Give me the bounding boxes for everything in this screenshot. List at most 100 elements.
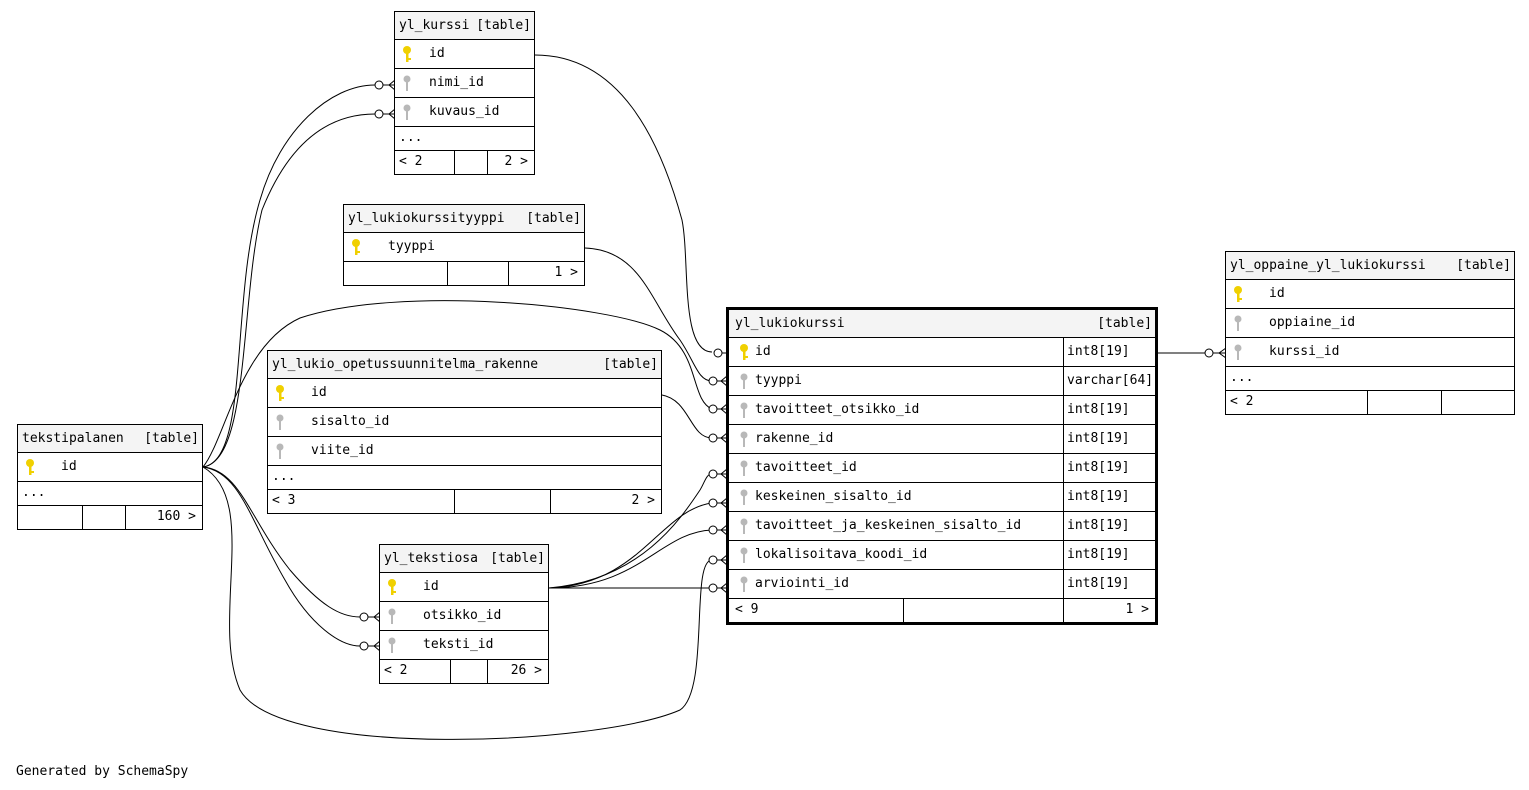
table-type: [table] xyxy=(603,357,658,372)
column-row[interactable]: tyyppi varchar[64] xyxy=(729,367,1155,396)
column-name: keskeinen_sisalto_id xyxy=(755,489,912,504)
column-row[interactable]: id xyxy=(268,379,661,408)
column-row[interactable]: id xyxy=(395,40,534,69)
table-type: [table] xyxy=(526,211,581,226)
crowfoot-marker xyxy=(708,403,728,415)
column-name: teksti_id xyxy=(423,637,494,652)
table-footer: 1 > xyxy=(344,262,584,285)
parents-count[interactable]: < 2 xyxy=(1230,394,1254,409)
primary-key-icon xyxy=(1234,286,1242,302)
foreign-key-icon xyxy=(740,576,748,592)
table-header: yl_lukiokurssi [table] xyxy=(729,310,1155,338)
children-count[interactable]: 1 > xyxy=(1063,599,1155,622)
column-row[interactable]: kurssi_id xyxy=(1226,338,1514,367)
column-row[interactable]: viite_id xyxy=(268,437,661,466)
column-name: kuvaus_id xyxy=(429,104,500,119)
column-name: tavoitteet_ja_keskeinen_sisalto_id xyxy=(755,518,1022,533)
primary-key-icon xyxy=(388,579,396,595)
column-row[interactable]: id xyxy=(18,453,202,482)
column-name: rakenne_id xyxy=(755,431,834,446)
table-name: yl_tekstiosa xyxy=(384,551,478,566)
column-name: tyyppi xyxy=(755,373,802,388)
column-name: id xyxy=(311,385,327,400)
column-row[interactable]: tavoitteet_ja_keskeinen_sisalto_id int8[… xyxy=(729,512,1155,541)
column-name: id xyxy=(61,459,77,474)
parents-count[interactable]: < 9 xyxy=(735,602,759,617)
column-row[interactable]: arviointi_id int8[19] xyxy=(729,570,1155,599)
column-name: sisalto_id xyxy=(311,414,390,429)
link-kurssi-kuvaus xyxy=(202,113,376,468)
crowfoot-marker xyxy=(359,640,381,652)
table-footer: 160 > xyxy=(18,506,202,529)
column-type: int8[19] xyxy=(1063,512,1155,540)
column-row[interactable]: kuvaus_id xyxy=(395,98,534,127)
foreign-key-icon xyxy=(740,460,748,476)
foreign-key-icon xyxy=(276,414,284,430)
column-row[interactable]: lokalisoitava_koodi_id int8[19] xyxy=(729,541,1155,570)
foreign-key-icon xyxy=(388,608,396,624)
crowfoot-marker xyxy=(359,611,381,623)
table-yl-kurssi[interactable]: yl_kurssi [table] id nimi_id kuvaus_id .… xyxy=(394,11,535,175)
children-count[interactable]: 2 > xyxy=(487,151,534,174)
column-row[interactable]: rakenne_id int8[19] xyxy=(729,425,1155,454)
crowfoot-marker xyxy=(1204,347,1227,359)
parents-count[interactable]: < 2 xyxy=(384,663,408,678)
table-header: yl_tekstiosa [table] xyxy=(380,545,548,573)
table-type: [table] xyxy=(490,551,545,566)
foreign-key-icon xyxy=(403,75,411,91)
column-name: nimi_id xyxy=(429,75,484,90)
children-count[interactable]: 160 > xyxy=(125,506,202,529)
column-row[interactable]: id xyxy=(1226,280,1514,309)
children-count[interactable]: 2 > xyxy=(550,490,661,513)
table-type: [table] xyxy=(1097,316,1152,331)
column-row[interactable]: otsikko_id xyxy=(380,602,548,631)
column-row[interactable]: tyyppi xyxy=(344,233,584,262)
children-count[interactable]: 1 > xyxy=(508,262,584,285)
primary-key-icon xyxy=(26,459,34,475)
column-type: int8[19] xyxy=(1063,396,1155,424)
more-columns: ... xyxy=(268,466,661,490)
column-type: int8[19] xyxy=(1063,425,1155,453)
table-footer: < 2 26 > xyxy=(380,660,548,683)
column-row[interactable]: id xyxy=(380,573,548,602)
column-name: lokalisoitava_koodi_id xyxy=(755,547,928,562)
link-lokalisoitava-koodi xyxy=(202,466,713,740)
table-yl-tekstiosa[interactable]: yl_tekstiosa [table] id otsikko_id tekst… xyxy=(379,544,549,684)
column-row[interactable]: sisalto_id xyxy=(268,408,661,437)
children-count[interactable]: 26 > xyxy=(487,660,548,683)
generated-by-footer: Generated by SchemaSpy xyxy=(16,764,189,779)
table-yl-lukiokurssi[interactable]: yl_lukiokurssi [table] id int8[19] tyypp… xyxy=(726,307,1158,625)
table-name: tekstipalanen xyxy=(22,431,124,446)
column-row[interactable]: tavoitteet_otsikko_id int8[19] xyxy=(729,396,1155,425)
link-lukiokurssi-id xyxy=(534,54,713,353)
column-type: varchar[64] xyxy=(1063,367,1155,395)
column-row[interactable]: keskeinen_sisalto_id int8[19] xyxy=(729,483,1155,512)
table-tekstipalanen[interactable]: tekstipalanen [table] id ... 160 > xyxy=(17,424,203,530)
crowfoot-marker xyxy=(708,554,728,566)
crowfoot-marker xyxy=(708,524,728,536)
parents-count[interactable]: < 3 xyxy=(272,493,296,508)
foreign-key-icon xyxy=(740,489,748,505)
table-yl-oppaine-yl-lukiokurssi[interactable]: yl_oppaine_yl_lukiokurssi [table] id opp… xyxy=(1225,251,1515,415)
foreign-key-icon xyxy=(740,547,748,563)
table-yl-lukiokurssityyppi[interactable]: yl_lukiokurssityyppi [table] tyyppi 1 > xyxy=(343,204,585,286)
column-name: oppiaine_id xyxy=(1269,315,1356,330)
column-row[interactable]: id int8[19] xyxy=(729,338,1155,367)
table-yl-lukio-opetussuunnitelma-rakenne[interactable]: yl_lukio_opetussuunnitelma_rakenne [tabl… xyxy=(267,350,662,514)
link-lukiokurssi-rakenne xyxy=(661,394,713,439)
column-name: tavoitteet_id xyxy=(755,460,857,475)
more-columns: ... xyxy=(18,482,202,506)
column-row[interactable]: nimi_id xyxy=(395,69,534,98)
column-name: tyyppi xyxy=(388,239,435,254)
foreign-key-icon xyxy=(1234,315,1242,331)
link-tekstiosa-teksti xyxy=(202,466,361,647)
link-lukiokurssi-tyyppi xyxy=(584,247,713,382)
column-row[interactable]: teksti_id xyxy=(380,631,548,660)
column-type: int8[19] xyxy=(1063,483,1155,511)
link-kurssi-nimi xyxy=(202,84,376,468)
primary-key-icon xyxy=(740,344,748,360)
parents-count[interactable]: < 2 xyxy=(399,154,423,169)
column-row[interactable]: tavoitteet_id int8[19] xyxy=(729,454,1155,483)
table-header: yl_lukiokurssityyppi [table] xyxy=(344,205,584,233)
column-row[interactable]: oppiaine_id xyxy=(1226,309,1514,338)
